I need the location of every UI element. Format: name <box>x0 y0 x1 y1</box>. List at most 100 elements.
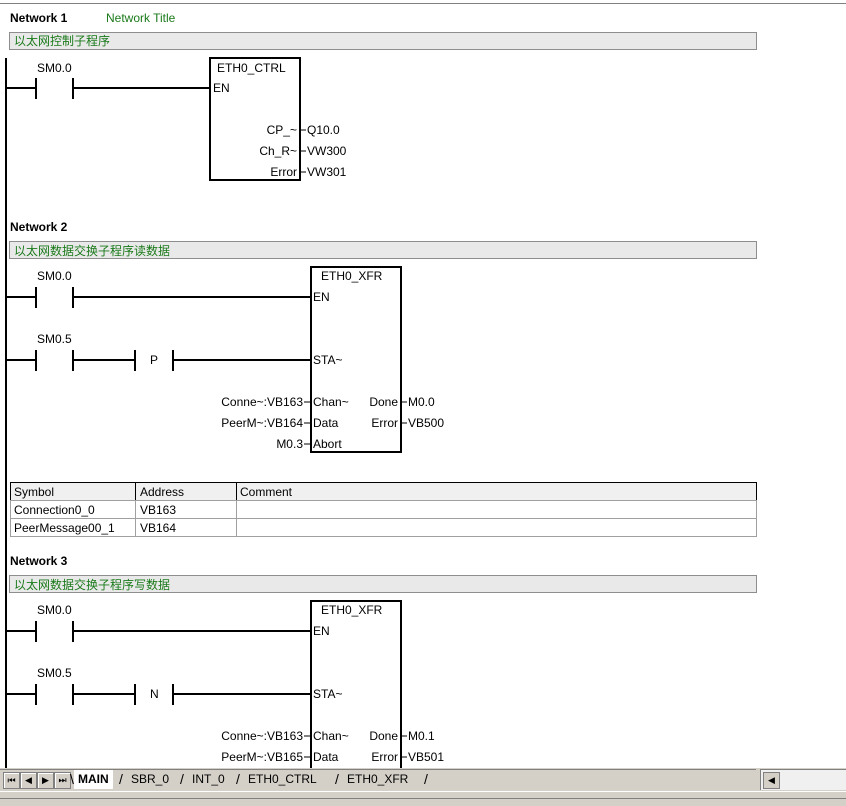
tab-eth0-ctrl[interactable]: ETH0_CTRL <box>248 772 317 786</box>
next-icon: ▶ <box>42 775 49 785</box>
network-comment-bar[interactable] <box>9 32 757 50</box>
tab-separator: / <box>119 771 123 787</box>
pin-error: Error <box>371 416 398 430</box>
symbol-table[interactable]: Symbol Address Comment Connection0_0 VB1… <box>10 482 757 537</box>
next-tab-button[interactable]: ▶ <box>37 772 54 789</box>
network-comment: 以太网控制子程序 <box>14 33 110 48</box>
contact-sm0-0[interactable]: SM0.0 <box>6 269 74 308</box>
pin-data: Data <box>313 416 339 430</box>
tab-separator: / <box>424 771 428 787</box>
function-block-eth0-xfr-read[interactable]: ETH0_XFR EN STA~ Chan~ Data Abort Done E… <box>221 266 444 453</box>
last-icon: ⏭ <box>58 775 67 785</box>
input-operand[interactable]: Conne~:VB163 <box>221 729 303 743</box>
positive-edge-contact[interactable]: P <box>134 350 174 371</box>
network-label: Network 2 <box>10 220 68 234</box>
contact-address: SM0.5 <box>37 666 72 680</box>
contact-address: SM0.0 <box>37 603 72 617</box>
network-label: Network 1 <box>10 11 68 25</box>
table-row[interactable]: Connection0_0 VB163 <box>10 500 757 519</box>
pin-chan: Chan~ <box>313 395 349 409</box>
table-cell: VB163 <box>140 503 176 517</box>
pin-abort: Abort <box>313 437 342 451</box>
pin-ch-r: Ch_R~ <box>259 144 297 158</box>
contact-sm0-0[interactable]: SM0.0 <box>6 603 74 642</box>
network-title[interactable]: Network Title <box>106 11 176 25</box>
pin-chan: Chan~ <box>313 729 349 743</box>
output-operand[interactable]: VW301 <box>307 165 347 179</box>
network-label: Network 3 <box>10 554 68 568</box>
output-operand[interactable]: VB500 <box>408 416 444 430</box>
table-cell: Connection0_0 <box>14 503 95 517</box>
network-comment-bar[interactable] <box>9 575 757 593</box>
table-cell: PeerMessage00_1 <box>14 521 115 535</box>
function-block-eth0-xfr-write[interactable]: ETH0_XFR EN STA~ Chan~ Data Done Error C… <box>221 600 444 790</box>
network-2[interactable]: Network 2 以太网数据交换子程序读数据 SM0.0 SM0.5 P <box>6 220 757 537</box>
function-block-eth0-ctrl[interactable]: ETH0_CTRL EN CP_~ Ch_R~ Error Q10.0 VW30… <box>209 57 347 181</box>
output-operand[interactable]: Q10.0 <box>307 123 340 137</box>
tab-sbr-0[interactable]: SBR_0 <box>131 772 170 786</box>
status-strip <box>0 791 846 806</box>
pin-done: Done <box>369 729 398 743</box>
scroll-left-icon: ◀ <box>768 775 775 785</box>
editor-bottom-bar: ⏮ ◀ ▶ ⏭ \ MAIN / SBR_0 / INT_0 / ETH0_CT… <box>0 768 846 806</box>
scroll-left-button[interactable]: ◀ <box>763 772 780 789</box>
network-comment-bar[interactable] <box>9 241 757 259</box>
output-operand[interactable]: VW300 <box>307 144 347 158</box>
pin-cp: CP_~ <box>267 123 297 137</box>
column-header-symbol: Symbol <box>14 485 54 499</box>
column-header-comment: Comment <box>240 485 293 499</box>
pin-en: EN <box>213 81 230 95</box>
pin-start: STA~ <box>313 353 342 367</box>
pin-error: Error <box>270 165 297 179</box>
status-divider <box>0 798 846 799</box>
last-tab-button[interactable]: ⏭ <box>54 772 71 789</box>
tab-separator: / <box>236 771 240 787</box>
block-name: ETH0_XFR <box>321 603 383 617</box>
tab-eth0-xfr[interactable]: ETH0_XFR <box>347 772 409 786</box>
pin-start: STA~ <box>313 687 342 701</box>
prev-tab-button[interactable]: ◀ <box>20 772 37 789</box>
tab-separator: \ <box>70 771 74 787</box>
first-icon: ⏮ <box>7 775 16 785</box>
prev-icon: ◀ <box>25 775 32 785</box>
network-comment: 以太网数据交换子程序读数据 <box>14 243 170 258</box>
column-header-address: Address <box>140 485 184 499</box>
network-1[interactable]: Network 1 Network Title 以太网控制子程序 SM0.0 E… <box>6 11 757 181</box>
pou-tab-strip: ⏮ ◀ ▶ ⏭ \ MAIN / SBR_0 / INT_0 / ETH0_CT… <box>0 769 756 790</box>
negative-edge-contact[interactable]: N <box>134 684 174 705</box>
table-cell: VB164 <box>140 521 176 535</box>
contact-sm0-5[interactable]: SM0.5 <box>6 332 74 371</box>
network-3[interactable]: Network 3 以太网数据交换子程序写数据 SM0.0 SM0.5 N <box>6 554 757 790</box>
pin-data: Data <box>313 750 339 764</box>
pin-error: Error <box>371 750 398 764</box>
output-operand[interactable]: VB501 <box>408 750 444 764</box>
pin-en: EN <box>313 290 330 304</box>
pin-done: Done <box>369 395 398 409</box>
tab-separator: / <box>180 771 184 787</box>
edge-label: P <box>150 353 158 367</box>
input-operand[interactable]: Conne~:VB163 <box>221 395 303 409</box>
contact-address: SM0.0 <box>37 269 72 283</box>
input-operand[interactable]: PeerM~:VB164 <box>221 416 303 430</box>
block-name: ETH0_XFR <box>321 269 383 283</box>
contact-address: SM0.0 <box>37 61 72 75</box>
output-operand[interactable]: M0.0 <box>408 395 435 409</box>
input-operand[interactable]: M0.3 <box>276 437 303 451</box>
tab-separator: / <box>335 771 339 787</box>
block-name: ETH0_CTRL <box>217 61 286 75</box>
first-tab-button[interactable]: ⏮ <box>3 772 20 789</box>
network-comment: 以太网数据交换子程序写数据 <box>14 577 170 592</box>
table-header-cell[interactable] <box>236 482 757 501</box>
contact-sm0-0[interactable]: SM0.0 <box>6 61 74 99</box>
edge-label: N <box>150 687 159 701</box>
contact-sm0-5[interactable]: SM0.5 <box>6 666 74 705</box>
contact-address: SM0.5 <box>37 332 72 346</box>
output-operand[interactable]: M0.1 <box>408 729 435 743</box>
horizontal-scrollbar[interactable]: ◀ <box>760 769 846 790</box>
tab-main[interactable]: MAIN <box>74 770 113 789</box>
tab-int-0[interactable]: INT_0 <box>192 772 225 786</box>
pin-en: EN <box>313 624 330 638</box>
table-row[interactable]: PeerMessage00_1 VB164 <box>10 518 757 537</box>
input-operand[interactable]: PeerM~:VB165 <box>221 750 303 764</box>
